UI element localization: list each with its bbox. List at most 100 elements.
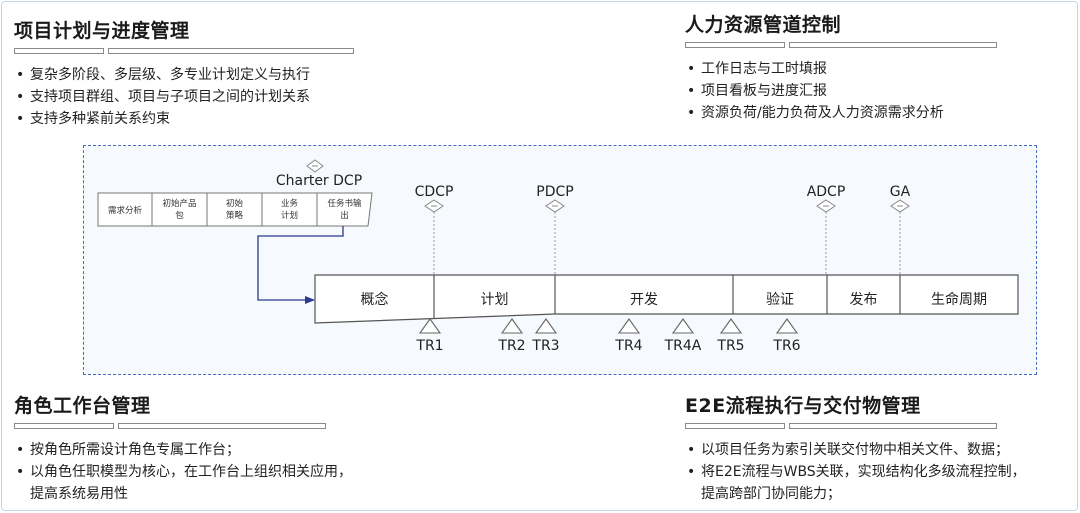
section-title: E2E流程执行与交付物管理 (685, 395, 921, 417)
triangle-icon (418, 318, 442, 334)
milestone-label: CDCP (415, 184, 454, 200)
phase-label: 验证 (766, 292, 794, 308)
bullet-icon: • (687, 83, 696, 99)
section-e2e-process: E2E流程执行与交付物管理 •以项目任务为索引关联交付物中相关文件、数据； •将… (685, 391, 1026, 505)
milestone-label: GA (890, 184, 911, 200)
bullet-icon: • (16, 67, 25, 83)
list-item: •资源负荷/能力负荷及人力资源需求分析 (685, 102, 997, 124)
review-label: TR3 (531, 338, 559, 354)
list-item: •以角色任职模型为核心，在工作台上组织相关应用， (14, 461, 352, 483)
list-item: •按角色所需设计角色专属工作台； (14, 439, 352, 461)
phase-segment: 验证 (732, 275, 794, 314)
list-item: •支持项目群组、项目与子项目之间的计划关系 (14, 86, 354, 108)
triangle-icon (775, 318, 799, 334)
milestone: GA (890, 184, 911, 275)
review-label: TR4A (664, 338, 702, 354)
charter-step-label: 包 (175, 210, 184, 221)
review-label: TR1 (415, 338, 443, 354)
milestone: PDCP (536, 184, 574, 275)
bullet-icon: • (16, 442, 25, 458)
section-role-workbench: 角色工作台管理 •按角色所需设计角色专属工作台； •以角色任职模型为核心，在工作… (14, 391, 352, 505)
phase-label: 生命周期 (931, 291, 987, 308)
review-marker: TR3 (531, 318, 560, 354)
bullet-icon: • (687, 61, 696, 77)
milestones: CDCP PDCP ADCP GA (415, 184, 911, 275)
list-item: •项目看板与进度汇报 (685, 80, 997, 102)
triangle-icon (534, 318, 558, 334)
charter-step-label: 出 (340, 210, 349, 221)
review-marker: TR6 (772, 318, 801, 354)
section-hr-pipeline: 人力资源管道控制 •工作日志与工时填报 •项目看板与进度汇报 •资源负荷/能力负… (685, 10, 997, 124)
phase-segment: 计划 (433, 275, 509, 319)
charter-step-label: 初始 (226, 198, 244, 209)
milestone: CDCP (415, 184, 454, 275)
flow-arrow (257, 226, 344, 304)
phase-segment: 生命周期 (899, 275, 987, 314)
list-item: •以项目任务为索引关联交付物中相关文件、数据； (685, 439, 1026, 461)
charter-step: 需求分析 (108, 205, 143, 216)
triangle-icon (671, 318, 695, 334)
charter-dcp-marker: Charter DCP (276, 159, 362, 189)
bullet-list: •按角色所需设计角色专属工作台； •以角色任职模型为核心，在工作台上组织相关应用… (14, 439, 352, 505)
section-title: 项目计划与进度管理 (14, 20, 190, 42)
charter-step-label: 初始产品 (162, 198, 196, 209)
bullet-icon: • (687, 442, 696, 458)
milestone-label: PDCP (536, 184, 573, 200)
phase-label: 开发 (630, 292, 658, 308)
title-underline (685, 423, 997, 431)
review-label: TR2 (497, 338, 525, 354)
section-title: 角色工作台管理 (14, 395, 151, 417)
list-item: •复杂多阶段、多层级、多专业计划定义与执行 (14, 64, 354, 86)
milestone-label: ADCP (807, 184, 846, 200)
phase-label: 概念 (361, 291, 389, 308)
list-item: •支持多种紧前关系约束 (14, 108, 354, 130)
charter-step-label: 业务 (281, 198, 299, 209)
review-marker: TR4A (664, 318, 702, 354)
phase-label: 计划 (481, 292, 509, 308)
bullet-icon: • (16, 464, 25, 480)
phase-segment: 开发 (554, 275, 658, 314)
review-label: TR6 (772, 338, 800, 354)
bullet-icon: • (16, 89, 25, 105)
ipd-process-diagram (83, 145, 1037, 375)
title-underline (14, 48, 354, 56)
phase-outline (314, 274, 1019, 324)
section-title: 人力资源管道控制 (685, 14, 842, 36)
charter-dcp-label: Charter DCP (276, 173, 362, 189)
review-label: TR5 (716, 338, 744, 354)
bullet-list: •以项目任务为索引关联交付物中相关文件、数据； •将E2E流程与WBS关联，实现… (685, 439, 1026, 505)
charter-bar (97, 192, 373, 227)
bullet-list: •工作日志与工时填报 •项目看板与进度汇报 •资源负荷/能力负荷及人力资源需求分… (685, 58, 997, 124)
list-item: 提高系统易用性 (30, 486, 128, 502)
review-marker: TR2 (497, 318, 526, 354)
triangle-icon (500, 318, 524, 334)
phase-segment: 概念 (361, 291, 389, 308)
phase-segment: 发布 (826, 275, 878, 314)
triangle-icon (617, 318, 641, 334)
charter-step-label: 任务书输 (327, 198, 362, 209)
review-marker: TR1 (415, 318, 444, 354)
technical-reviews: TR1 TR2 TR3 TR4 TR4A TR5 TR6 (415, 318, 801, 354)
charter-step-label: 策略 (226, 210, 244, 221)
section-plan-progress: 项目计划与进度管理 •复杂多阶段、多层级、多专业计划定义与执行 •支持项目群组、… (14, 16, 354, 130)
list-item: •工作日志与工时填报 (685, 58, 997, 80)
bullet-icon: • (687, 105, 696, 121)
triangle-icon (719, 318, 743, 334)
charter-step-label: 需求分析 (108, 205, 143, 216)
review-marker: TR5 (716, 318, 745, 354)
list-item: 提高跨部门协同能力； (701, 486, 841, 502)
list-item: •将E2E流程与WBS关联，实现结构化多级流程控制， (685, 461, 1026, 483)
title-underline (685, 42, 997, 50)
review-marker: TR4 (614, 318, 643, 354)
charter-step-label: 计划 (281, 210, 298, 221)
bullet-list: •复杂多阶段、多层级、多专业计划定义与执行 •支持项目群组、项目与子项目之间的计… (14, 64, 354, 130)
bullet-icon: • (687, 464, 696, 480)
title-underline (14, 423, 326, 431)
review-label: TR4 (614, 338, 642, 354)
